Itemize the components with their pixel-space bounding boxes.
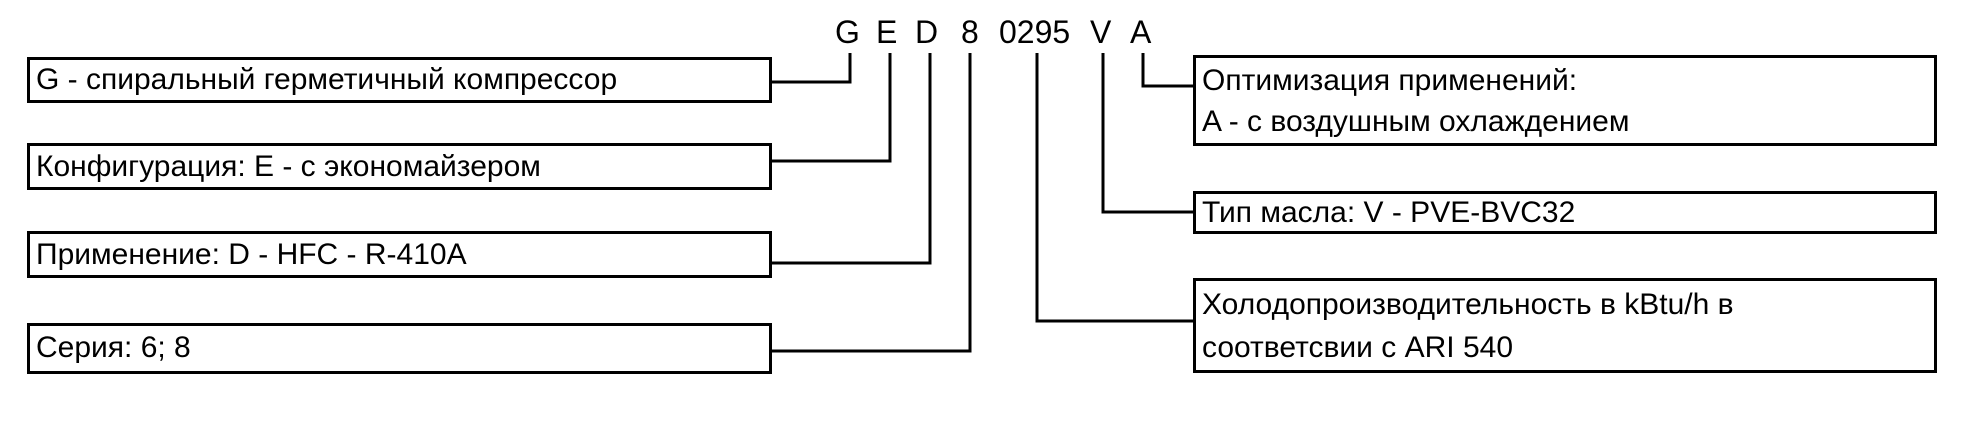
code-char-capacity: 0295 — [999, 14, 1071, 50]
capacity-box: Холодопроизводительность в kBtu/h в соот… — [1193, 278, 1937, 373]
capacity-line1: Холодопроизводительность в kBtu/h в — [1202, 288, 1734, 321]
code-char-e: E — [876, 14, 898, 50]
connector-capacity — [1035, 53, 1193, 323]
oil-label: Тип масла: V - PVE-BVC32 — [1202, 196, 1576, 229]
connector-application — [1141, 53, 1193, 88]
code-char-oil: V — [1090, 14, 1112, 50]
connector-d — [772, 53, 932, 265]
oil-box: Тип масла: V - PVE-BVC32 — [1193, 191, 1937, 234]
series-box: Серия: 6; 8 — [27, 323, 772, 374]
optimization-line2: A - с воздушным охлаждением — [1202, 105, 1630, 138]
compressor-label: G - спиральный герметичный компрессор — [36, 63, 618, 96]
refrigerant-label: Применение: D - HFC - R-410A — [36, 238, 467, 271]
code-char-d: D — [915, 14, 939, 50]
code-char-application: A — [1130, 14, 1152, 50]
connector-e — [772, 53, 892, 163]
capacity-line2: соответсвии с ARI 540 — [1202, 331, 1514, 364]
optimization-line1: Оптимизация применений: — [1202, 64, 1578, 97]
configuration-box: Конфигурация: E - с экономайзером — [27, 143, 772, 190]
refrigerant-box: Применение: D - HFC - R-410A — [27, 231, 772, 278]
configuration-label: Конфигурация: E - с экономайзером — [36, 150, 541, 183]
connector-series — [772, 53, 972, 353]
connector-g — [772, 53, 852, 84]
connector-oil — [1101, 53, 1193, 214]
code-char-series: 8 — [961, 14, 979, 50]
optimization-box: Оптимизация применений: A - с воздушным … — [1193, 55, 1937, 146]
series-label: Серия: 6; 8 — [36, 331, 191, 364]
compressor-box: G - спиральный герметичный компрессор — [27, 57, 772, 103]
code-char-g: G — [835, 14, 860, 50]
